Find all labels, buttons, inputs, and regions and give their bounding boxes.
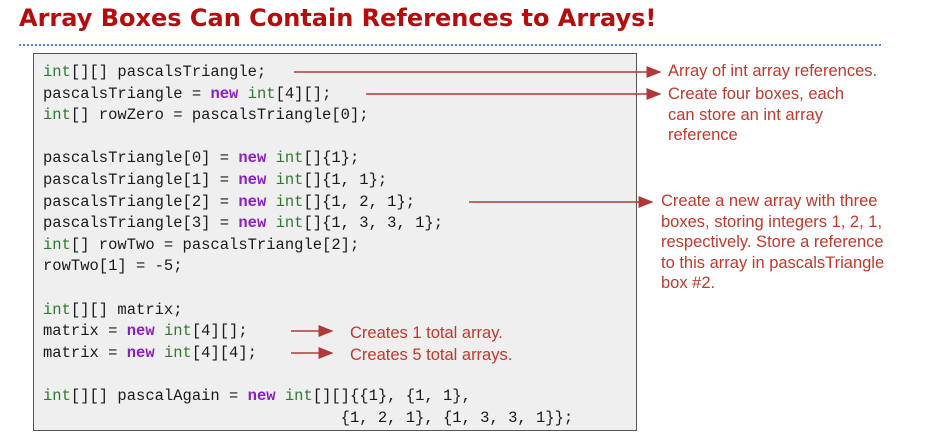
type-keyword: int	[275, 192, 304, 211]
code-panel	[33, 53, 637, 431]
code-text: [][] pascalsTriangle;	[70, 63, 267, 81]
code-line: matrix = new int[4][4];	[43, 343, 573, 365]
annotation-one-total-array: Creates 1 total array.	[350, 324, 503, 342]
type-keyword: int	[275, 170, 304, 189]
code-text: []{1, 2, 1};	[303, 192, 416, 211]
code-line: {1, 2, 1}, {1, 3, 3, 1}};	[43, 408, 574, 430]
code-text: pascalsTriangle[2] =	[43, 192, 239, 211]
code-text: {1, 2, 1}, {1, 3, 3, 1}};	[43, 408, 574, 427]
code-line: int[] rowZero = pascalsTriangle[0];	[43, 105, 573, 127]
code-line: int[][] pascalsTriangle;	[43, 62, 573, 84]
type-keyword: int	[163, 322, 192, 341]
code-line: pascalsTriangle[0] = new int[]{1};	[43, 148, 573, 170]
annotation-five-total-arrays: Creates 5 total arrays.	[350, 346, 513, 364]
new-keyword: new	[126, 322, 155, 341]
new-keyword: new	[126, 343, 155, 362]
annotation-four-boxes: Create four boxes, each can store an int…	[668, 85, 845, 144]
new-keyword: new	[238, 192, 267, 211]
code-text: pascalsTriangle[1] =	[43, 170, 239, 189]
code-block: int[][] pascalsTriangle;pascalsTriangle …	[43, 62, 573, 429]
title-divider	[19, 44, 881, 46]
type-keyword: int	[43, 235, 71, 254]
code-text: rowTwo[1] = -5;	[43, 257, 183, 276]
code-text: [4][];	[191, 322, 248, 341]
type-keyword: int	[43, 386, 71, 405]
slide-title: Array Boxes Can Contain References to Ar…	[19, 4, 657, 32]
new-keyword: new	[238, 149, 267, 168]
code-text: pascalsTriangle[0] =	[43, 149, 239, 168]
code-text: []{1, 3, 3, 1};	[303, 214, 443, 233]
code-text: []{1, 1};	[303, 170, 388, 189]
type-keyword: int	[247, 84, 276, 103]
annotation-array-of-refs: Array of int array references.	[668, 62, 878, 80]
code-text: matrix =	[43, 343, 127, 362]
code-line: pascalsTriangle = new int[4][];	[43, 84, 573, 106]
code-line: pascalsTriangle[3] = new int[]{1, 3, 3, …	[43, 213, 573, 235]
code-text: []{1};	[303, 149, 360, 168]
type-keyword: int	[43, 106, 71, 125]
code-text: [] rowTwo = pascalsTriangle[2];	[70, 235, 360, 254]
code-line: pascalsTriangle[1] = new int[]{1, 1};	[43, 170, 573, 192]
new-keyword: new	[238, 214, 267, 233]
code-line: int[] rowTwo = pascalsTriangle[2];	[43, 235, 573, 257]
code-line: int[][] pascalAgain = new int[][]{{1}, {…	[43, 386, 573, 408]
code-text: [][] pascalAgain =	[70, 386, 248, 405]
code-text: [4][4];	[191, 343, 257, 362]
code-text: [][] matrix;	[70, 300, 183, 319]
code-line: pascalsTriangle[2] = new int[]{1, 2, 1};	[43, 192, 573, 214]
code-text: matrix =	[43, 322, 127, 341]
code-text: [][]{{1}, {1, 1},	[312, 386, 471, 405]
new-keyword: new	[210, 84, 239, 103]
code-text: [] rowZero = pascalsTriangle[0];	[70, 106, 369, 125]
code-line: matrix = new int[4][];	[43, 321, 573, 343]
annotation-new-array-three-boxes: Create a new array with three boxes, sto…	[661, 192, 885, 292]
type-keyword: int	[275, 149, 304, 168]
code-line: int[][] matrix;	[43, 300, 573, 322]
code-text: [4][];	[275, 84, 332, 103]
code-text: pascalsTriangle =	[43, 84, 211, 103]
new-keyword: new	[238, 170, 267, 189]
new-keyword: new	[247, 386, 276, 405]
type-keyword: int	[163, 343, 192, 362]
type-keyword: int	[275, 214, 304, 233]
type-keyword: int	[43, 300, 71, 319]
code-text: pascalsTriangle[3] =	[43, 214, 239, 233]
type-keyword: int	[43, 63, 71, 81]
type-keyword: int	[284, 386, 313, 405]
code-line: rowTwo[1] = -5;	[43, 256, 573, 278]
